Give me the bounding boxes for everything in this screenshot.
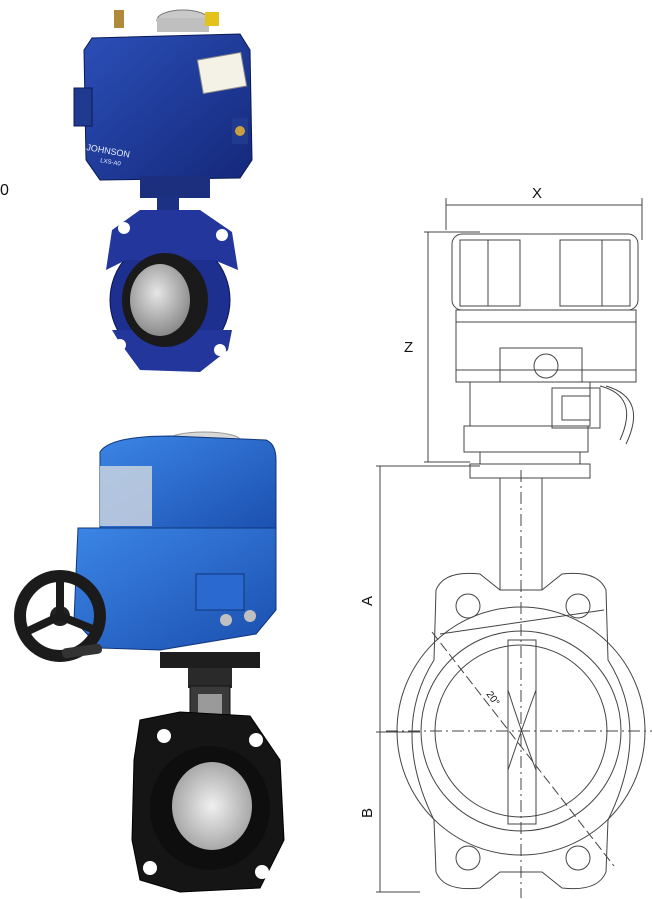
valve-disc-bottom: [172, 762, 252, 850]
nameplate-icon: [196, 51, 248, 95]
actuator-model-text: LXS-A0: [100, 158, 122, 168]
product-photo-top-valve: JOHNSON LXS-A0: [73, 9, 253, 372]
handwheel-icon: [14, 570, 106, 662]
warning-label-icon: [100, 466, 152, 526]
terminal-post-icon: [114, 10, 124, 28]
dimension-label-z: Z: [404, 339, 413, 356]
technical-drawing: [376, 198, 652, 898]
valve-body-outline: [411, 572, 631, 890]
left-edge-text-fragment: 0: [0, 182, 9, 199]
dimension-label-b: B: [359, 808, 376, 818]
dimension-label-x: X: [532, 185, 542, 202]
angle-label: 20°: [484, 689, 502, 708]
product-photo-bottom-valve: [14, 431, 285, 893]
valve-disc-top: [130, 264, 190, 336]
dimension-label-a: A: [359, 596, 376, 606]
